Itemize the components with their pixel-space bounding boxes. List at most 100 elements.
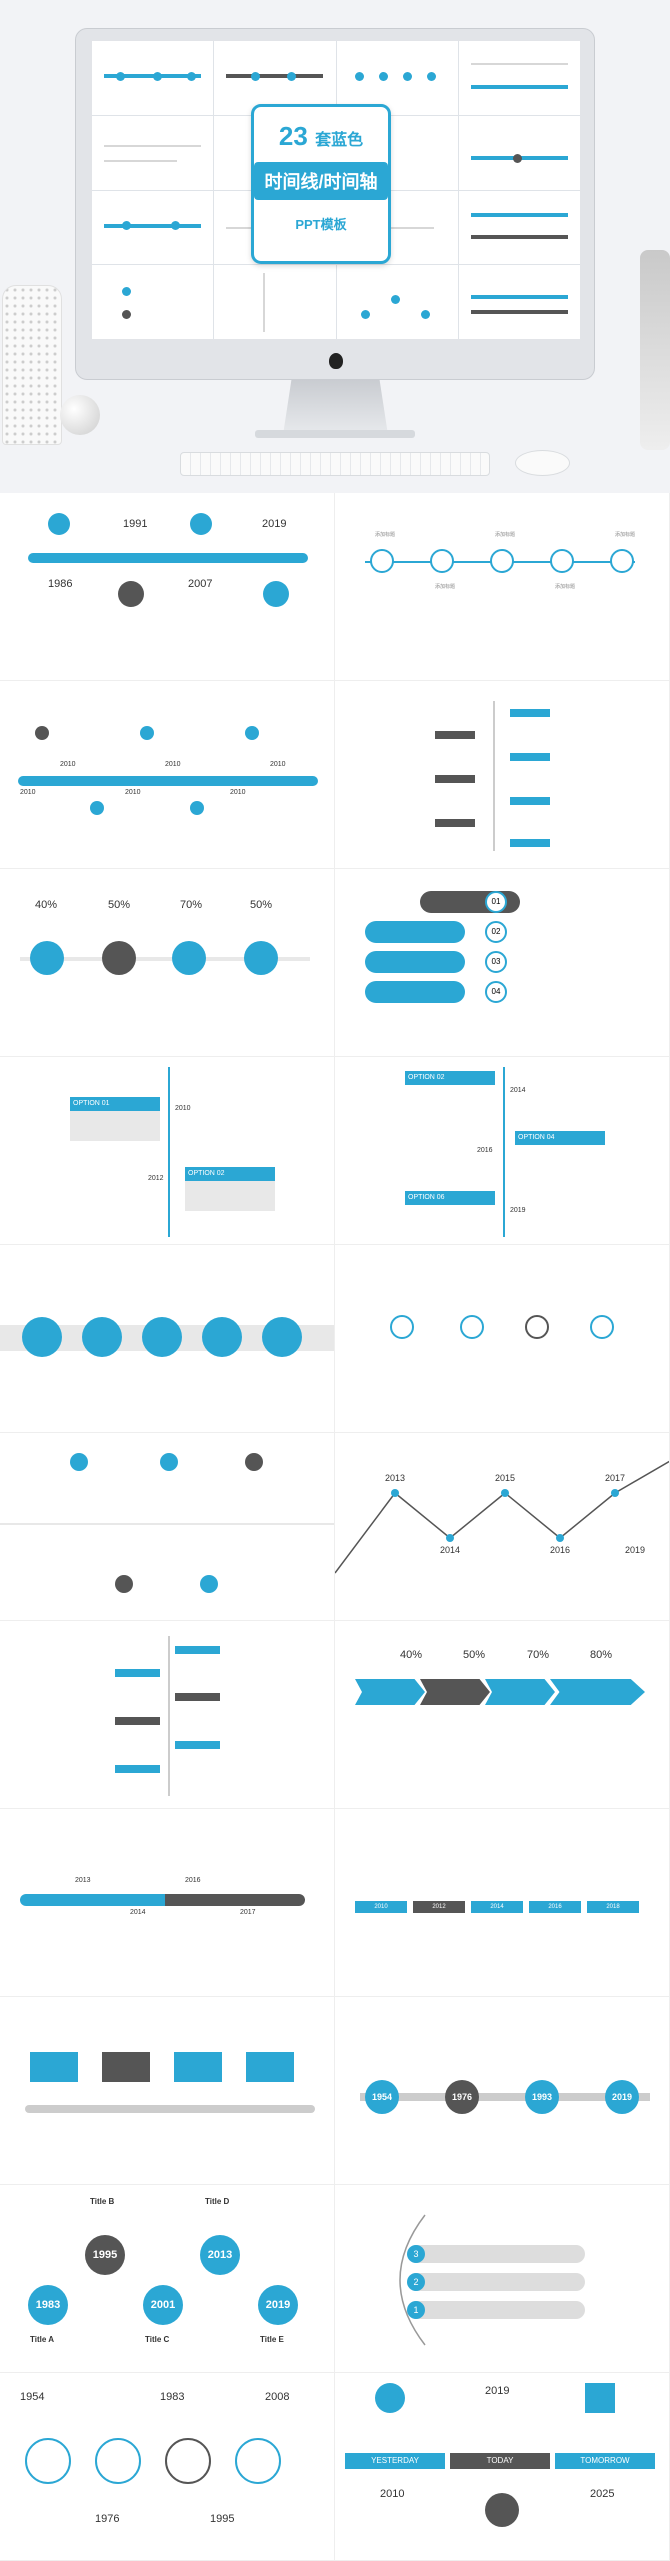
slide-5: 40% 50% 70% 50% <box>0 869 335 1057</box>
title-label: Title D <box>205 2197 230 2206</box>
percent-label: 40% <box>400 1649 423 1661</box>
step-bar <box>410 2245 585 2263</box>
year-tag <box>435 775 475 783</box>
title-label: Title C <box>145 2335 170 2344</box>
timeline-node <box>430 549 454 573</box>
chart-icon <box>142 1317 182 1357</box>
slide-12: 2013 2015 2017 2014 2016 2019 <box>335 1433 670 1621</box>
step-number: 02 <box>485 921 507 943</box>
year-label: 1976 <box>95 2513 120 2525</box>
yesterday-label: YESTERDAY <box>345 2453 445 2469</box>
timeline-node <box>90 801 104 815</box>
timeline-node <box>70 1453 88 1471</box>
placeholder-title: 添加标题 <box>555 584 576 590</box>
timeline-node <box>245 1453 263 1471</box>
monitor: 23 套蓝色 时间线/时间轴 PPT模板 <box>75 28 595 380</box>
timeline-line <box>168 1636 170 1796</box>
slide-21: 1954 1983 2008 1976 1995 <box>0 2373 335 2561</box>
decor-vase <box>2 285 62 445</box>
chart-icon <box>585 2383 615 2413</box>
timeline-node <box>200 1575 218 1593</box>
slide-17 <box>0 1997 335 2185</box>
year-tag <box>175 1693 220 1701</box>
slide-16: 2010 2012 2014 2016 2018 <box>335 1809 670 1997</box>
year-tag: 2010 <box>355 1901 407 1913</box>
placeholder-title: 添加标题 <box>495 532 516 538</box>
year-label: 1995 <box>210 2513 235 2525</box>
slide-9 <box>0 1245 335 1433</box>
decor-ball <box>60 395 100 435</box>
year-tag <box>115 1669 160 1677</box>
year-label: 2013 <box>385 1473 406 1483</box>
year-circle: 1983 <box>28 2285 68 2325</box>
year-circle: 1995 <box>85 2235 125 2275</box>
slide-10 <box>335 1245 670 1433</box>
year-label: 2010 <box>20 789 36 796</box>
timeline-icon <box>30 941 64 975</box>
year-label: 2008 <box>265 2391 290 2403</box>
search-icon <box>262 1317 302 1357</box>
timeline-line <box>0 1523 334 1525</box>
step-bar <box>365 951 465 973</box>
timeline-node <box>590 1315 614 1339</box>
year-label: 2016 <box>185 1877 201 1884</box>
timeline-node <box>115 1575 133 1593</box>
timeline-icon <box>102 2052 150 2082</box>
step-bar <box>410 2273 585 2291</box>
year-circle: 2019 <box>258 2285 298 2325</box>
year-label: 1991 <box>123 518 148 530</box>
year-tag: 2018 <box>587 1901 639 1913</box>
slide-20: 3 2 1 <box>335 2185 670 2373</box>
option-body <box>70 1111 160 1141</box>
arrow-segment <box>355 1679 425 1705</box>
timeline-bar <box>20 1894 165 1906</box>
year-label: 2014 <box>130 1909 146 1916</box>
timeline-node <box>390 1315 414 1339</box>
step-number: 04 <box>485 981 507 1003</box>
arrow-segment <box>550 1679 645 1705</box>
year-tag <box>435 731 475 739</box>
year-label: 2013 <box>75 1877 91 1884</box>
year-label: 2007 <box>188 578 213 590</box>
timeline-node <box>190 801 204 815</box>
cart-icon <box>82 1317 122 1357</box>
step-number: 2 <box>407 2273 425 2291</box>
year-label: 2014 <box>510 1087 526 1094</box>
timeline-node <box>245 726 259 740</box>
timeline-node <box>556 1534 564 1542</box>
placeholder-title: 添加标题 <box>435 584 456 590</box>
step-number: 01 <box>485 891 507 913</box>
percent-label: 70% <box>527 1649 550 1661</box>
year-label: 1954 <box>20 2391 45 2403</box>
year-label: 2019 <box>510 1207 526 1214</box>
timeline-line <box>168 1067 170 1237</box>
title-label: Title B <box>90 2197 115 2206</box>
year-circle: 2013 <box>200 2235 240 2275</box>
percent-label: 50% <box>250 899 273 911</box>
today-label: TODAY <box>450 2453 550 2469</box>
year-label: 2010 <box>380 2488 405 2500</box>
slide-3: 2010 2010 2010 2010 2010 2010 <box>0 681 335 869</box>
year-tag <box>510 839 550 847</box>
year-label: 1983 <box>160 2391 185 2403</box>
timeline-node <box>611 1489 619 1497</box>
step-number: 1 <box>407 2301 425 2319</box>
arc-line <box>399 2214 426 2346</box>
cart-icon <box>30 2052 78 2082</box>
mouse <box>515 450 570 476</box>
year-tag: 2014 <box>471 1901 523 1913</box>
template-title-card: 23 套蓝色 时间线/时间轴 PPT模板 <box>251 104 391 264</box>
timeline-icon <box>244 941 278 975</box>
year-label: 2014 <box>440 1545 461 1555</box>
timeline-bar <box>165 1894 305 1906</box>
bulb-icon <box>95 2438 141 2484</box>
timeline-node <box>160 1453 178 1471</box>
slide-gallery: 1991 2019 1986 2007 添加标题 添加标题 添加标题 添加标题 … <box>0 493 670 2561</box>
arrow-segment <box>420 1679 490 1705</box>
timeline-node <box>140 726 154 740</box>
decor-plant <box>640 250 670 450</box>
year-label: 2019 <box>625 1545 646 1555</box>
timeline-icon <box>174 2052 222 2082</box>
step-number: 03 <box>485 951 507 973</box>
year-label: 2025 <box>590 2488 615 2500</box>
